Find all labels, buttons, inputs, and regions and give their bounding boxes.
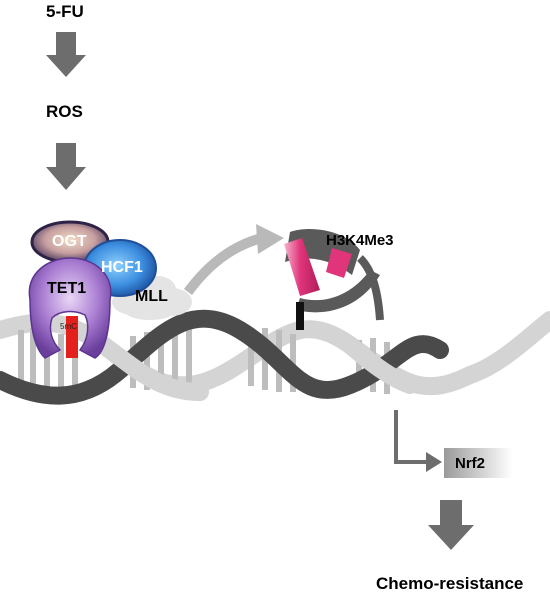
dna-helix — [0, 309, 479, 405]
arrow-nrf2-to-chemo — [428, 500, 474, 550]
label-5fu: 5-FU — [46, 2, 84, 21]
dna-strand-light-front-2 — [341, 336, 419, 394]
dna-strand-light-right — [461, 311, 550, 384]
label-mll: MLL — [135, 288, 168, 305]
tet1-protein — [28, 257, 112, 359]
label-hcf1: HCF1 — [101, 259, 143, 276]
nucleosome — [284, 229, 384, 330]
label-ros: ROS — [46, 102, 83, 121]
label-5mc: 5mC — [60, 322, 77, 331]
label-ogt: OGT — [52, 233, 87, 250]
label-tet1: TET1 — [47, 280, 87, 297]
arrow-mll-to-h3k4me3-head — [256, 224, 284, 254]
label-chemo-resistance: Chemo-resistance — [376, 574, 524, 593]
arrow-mll-to-h3k4me3 — [183, 233, 264, 295]
label-h3k4me3: H3K4Me3 — [326, 232, 394, 249]
arrow-5fu-to-ros — [46, 32, 86, 77]
arrow-ros-to-complex — [46, 143, 86, 190]
arrow-to-nrf2-head — [426, 452, 442, 472]
nrf2-box — [444, 448, 512, 478]
dna-strand-light-front — [101, 341, 209, 401]
5mc-mark — [66, 316, 78, 358]
arrow-to-nrf2 — [394, 410, 428, 464]
label-nrf2: Nrf2 — [455, 455, 486, 472]
